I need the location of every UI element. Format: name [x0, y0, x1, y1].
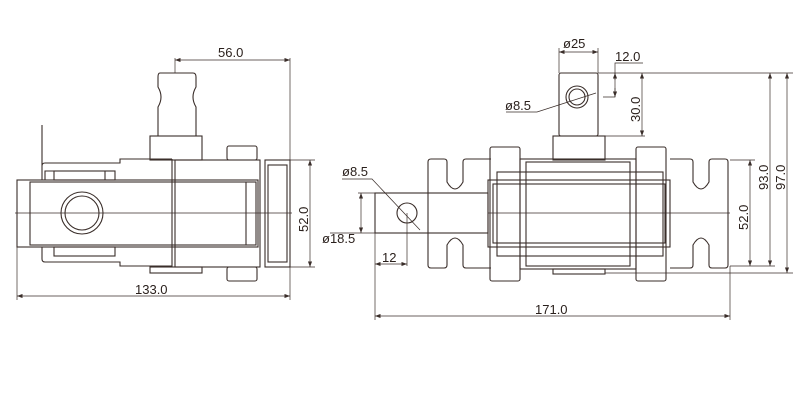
dim-shaft-hole: ø8.5	[342, 164, 368, 179]
dim-total-height-outer: 97.0	[773, 165, 788, 190]
dim-shaft-hole-offset: 12	[382, 250, 396, 265]
dim-length: 133.0	[135, 282, 168, 297]
front-view: ø25 12.0 ø8.5 30.0 52.0 93.0 97.0 ø8.5 ø…	[322, 36, 793, 320]
end-plate	[264, 159, 291, 268]
dim-hole-offset: 12.0	[615, 49, 640, 64]
main-body	[16, 179, 259, 248]
hole	[60, 191, 104, 235]
side-view: 56.0 52.0 133.0	[15, 45, 315, 300]
bottom-tab	[226, 266, 258, 282]
dim-stem-offset: 56.0	[218, 45, 243, 60]
dim-total-height-inner: 93.0	[756, 165, 771, 190]
upper-bracket	[41, 125, 172, 180]
stem-collar	[149, 135, 203, 161]
knob	[157, 72, 197, 137]
right-fin	[670, 158, 729, 269]
dim-total-length: 171.0	[535, 302, 568, 317]
dim-shaft-diameter: ø18.5	[322, 231, 355, 246]
dim-stem-height: 30.0	[628, 97, 643, 122]
left-fin	[427, 158, 491, 269]
dim-height: 52.0	[296, 207, 311, 232]
stem-hole	[565, 85, 589, 109]
dim-hole-diameter: ø8.5	[505, 98, 531, 113]
top-tab	[226, 145, 258, 161]
dim-body-height: 52.0	[736, 205, 751, 230]
dim-stem-diameter: ø25	[563, 36, 585, 51]
main-body	[487, 179, 671, 248]
shaft	[374, 192, 489, 234]
